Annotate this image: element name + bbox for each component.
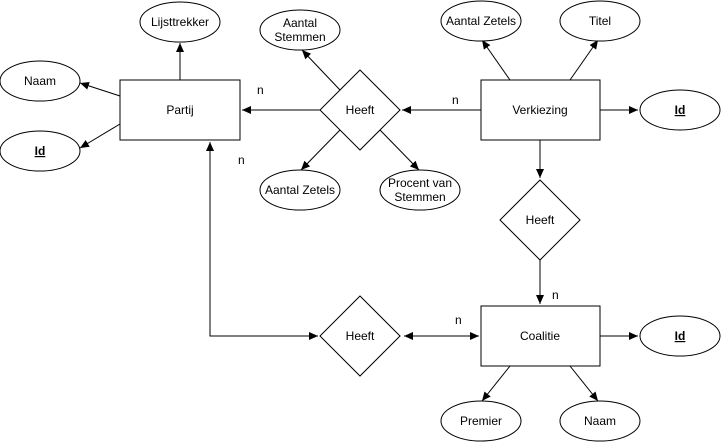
attribute-procent-line2: Stemmen bbox=[394, 190, 445, 204]
attribute-verkiezing-titel-label: Titel bbox=[589, 14, 611, 28]
edge-verkiezing-titel bbox=[569, 39, 599, 81]
relationship-heeft-right-label: Heeft bbox=[526, 213, 555, 227]
attribute-lijsttrekker[interactable]: Lijsttrekker bbox=[139, 1, 221, 43]
attribute-partij-naam-label: Naam bbox=[24, 74, 56, 88]
relationship-heeft-top-label: Heeft bbox=[346, 103, 375, 117]
cardinality-verkiezing-top: n bbox=[452, 93, 459, 107]
attribute-coalitie-naam-label: Naam bbox=[584, 414, 616, 428]
attribute-verkiezing-id[interactable]: Id bbox=[639, 89, 721, 131]
relationship-heeft-bottom-label: Heeft bbox=[346, 329, 375, 343]
edge-partij-id bbox=[79, 123, 121, 149]
entity-coalitie[interactable]: Coalitie bbox=[480, 305, 601, 367]
attribute-heeft-aantal-zetels[interactable]: Aantal Zetels bbox=[259, 169, 341, 211]
cardinality-coalitie-top: n bbox=[552, 288, 559, 302]
attribute-coalitie-naam[interactable]: Naam bbox=[559, 400, 641, 442]
edge-partij-naam bbox=[79, 81, 121, 97]
attribute-aantal-stemmen-line1: Aantal bbox=[283, 16, 317, 30]
edge-coalitie-naam bbox=[569, 365, 599, 402]
edge-heeft-bottom-partij bbox=[206, 142, 318, 340]
attribute-partij-naam[interactable]: Naam bbox=[0, 60, 81, 102]
entity-verkiezing[interactable]: Verkiezing bbox=[480, 79, 601, 141]
edges bbox=[79, 39, 638, 402]
attribute-coalitie-id[interactable]: Id bbox=[639, 315, 721, 357]
cardinality-partij-top: n bbox=[257, 83, 264, 97]
relationship-heeft-top[interactable]: Heeft bbox=[319, 69, 401, 151]
entity-partij[interactable]: Partij bbox=[119, 79, 241, 141]
relationship-heeft-bottom[interactable]: Heeft bbox=[319, 295, 401, 377]
relationship-heeft-right[interactable]: Heeft bbox=[499, 179, 581, 261]
attribute-verkiezing-titel[interactable]: Titel bbox=[559, 0, 641, 42]
entity-coalitie-label: Coalitie bbox=[520, 329, 560, 343]
attribute-verkiezing-id-label: Id bbox=[675, 103, 686, 117]
cardinality-partij-bottom: n bbox=[238, 153, 245, 167]
attribute-verkiezing-aantal-zetels[interactable]: Aantal Zetels bbox=[440, 0, 522, 42]
entity-partij-label: Partij bbox=[166, 103, 193, 117]
entity-verkiezing-label: Verkiezing bbox=[512, 103, 567, 117]
attribute-procent-stemmen[interactable]: Procent van Stemmen bbox=[379, 169, 461, 211]
attribute-heeft-aantal-zetels-label: Aantal Zetels bbox=[265, 183, 335, 197]
attribute-coalitie-premier-label: Premier bbox=[460, 414, 502, 428]
attribute-aantal-stemmen-line2: Stemmen bbox=[274, 30, 325, 44]
edge-coalitie-premier bbox=[481, 365, 511, 402]
attribute-partij-id[interactable]: Id bbox=[0, 130, 81, 172]
edge-heeft-aantal-zetels bbox=[300, 129, 341, 171]
attribute-verkiezing-aantal-zetels-label: Aantal Zetels bbox=[446, 14, 516, 28]
edge-verkiezing-aantal-zetels bbox=[481, 39, 511, 81]
attribute-lijsttrekker-label: Lijsttrekker bbox=[151, 15, 209, 29]
edge-heeft-aantal-stemmen bbox=[301, 49, 341, 91]
cardinality-coalitie-left: n bbox=[455, 313, 462, 327]
attribute-coalitie-id-label: Id bbox=[675, 329, 686, 343]
attribute-coalitie-premier[interactable]: Premier bbox=[440, 400, 522, 442]
attribute-procent-line1: Procent van bbox=[388, 176, 452, 190]
attribute-partij-id-label: Id bbox=[35, 144, 46, 158]
attribute-aantal-stemmen[interactable]: Aantal Stemmen bbox=[259, 9, 341, 51]
edge-heeft-procent bbox=[379, 129, 420, 171]
